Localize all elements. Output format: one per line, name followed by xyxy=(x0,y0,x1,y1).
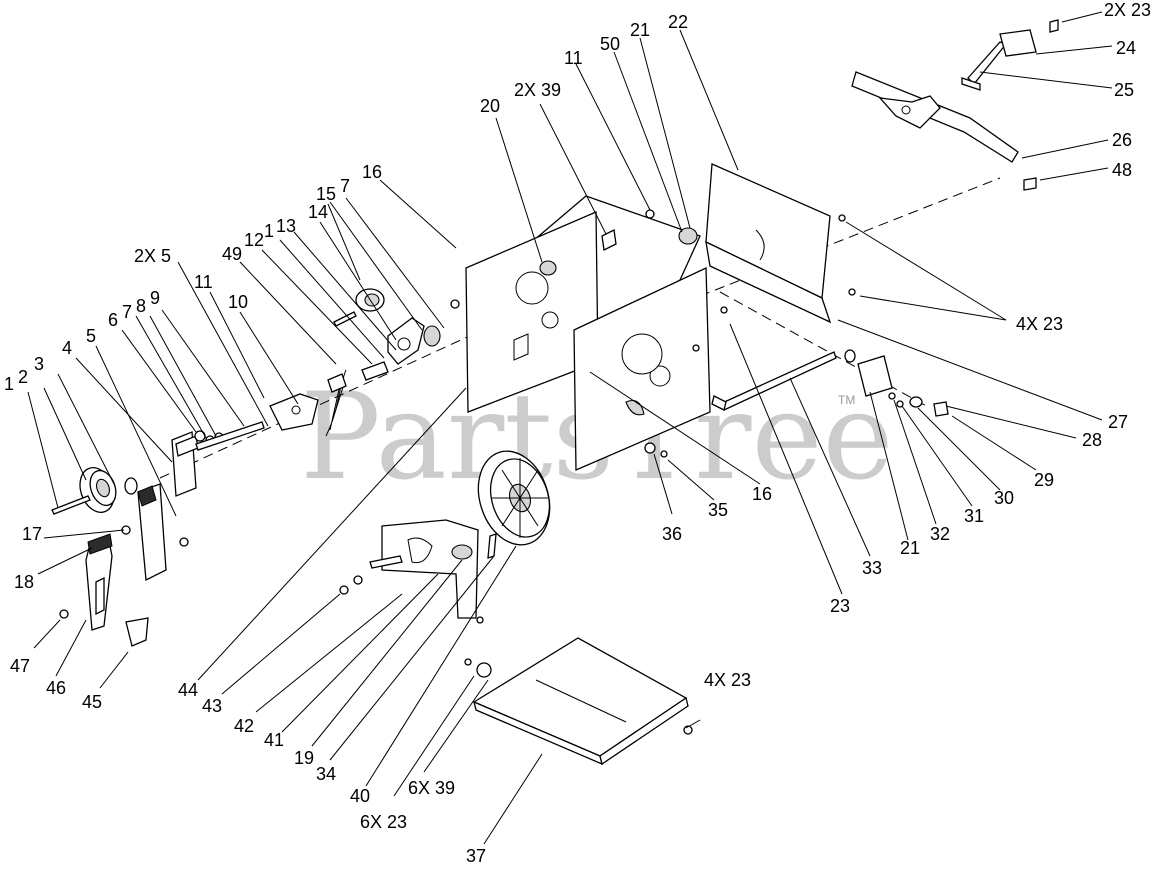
callout-22: 22 xyxy=(668,12,688,32)
callout-31: 31 xyxy=(964,506,984,526)
callout-19: 19 xyxy=(294,748,314,768)
watermark-tm: TM xyxy=(838,393,855,407)
callout-36: 36 xyxy=(662,524,682,544)
callout-21b: 21 xyxy=(900,538,920,558)
callout-21: 21 xyxy=(630,20,650,40)
callout-46: 46 xyxy=(46,678,66,698)
callout-50: 50 xyxy=(600,34,620,54)
callout-41: 41 xyxy=(264,730,284,750)
callout-2x5: 2X 5 xyxy=(134,246,171,266)
callout-16b: 16 xyxy=(752,484,772,504)
callout-8: 8 xyxy=(136,296,146,316)
callout-23: 23 xyxy=(830,596,850,616)
callout-4: 4 xyxy=(62,338,72,358)
callout-35: 35 xyxy=(708,500,728,520)
callout-7b: 7 xyxy=(340,176,350,196)
callout-4x23-top: 4X 23 xyxy=(1016,314,1063,334)
callout-15: 15 xyxy=(316,184,336,204)
callout-24: 24 xyxy=(1116,38,1136,58)
callout-14: 14 xyxy=(308,202,328,222)
callout-47: 47 xyxy=(10,656,30,676)
callout-3: 3 xyxy=(34,354,44,374)
callout-6x39: 6X 39 xyxy=(408,778,455,798)
callout-2: 2 xyxy=(18,367,28,387)
callout-13: 13 xyxy=(276,216,296,236)
callout-34: 34 xyxy=(316,764,336,784)
callout-16: 16 xyxy=(362,162,382,182)
callout-48: 48 xyxy=(1112,160,1132,180)
callout-40: 40 xyxy=(350,786,370,806)
callout-1: 1 xyxy=(4,374,14,394)
left-pulley-assembly xyxy=(51,288,460,647)
callout-17: 17 xyxy=(22,524,42,544)
callout-11b: 11 xyxy=(564,48,583,68)
callout-7: 7 xyxy=(122,302,132,322)
callout-32: 32 xyxy=(930,524,950,544)
callout-10: 10 xyxy=(228,292,248,312)
callout-12: 12 xyxy=(244,230,264,250)
bottom-tray xyxy=(464,637,693,766)
callout-labels: 1 2 3 4 5 6 7 8 9 2X 5 11 10 49 12 1 13 … xyxy=(4,0,1151,866)
callout-49: 49 xyxy=(222,244,242,264)
right-linkage xyxy=(711,349,949,417)
callout-30: 30 xyxy=(994,488,1014,508)
callout-43: 43 xyxy=(202,696,222,716)
callout-25: 25 xyxy=(1114,80,1134,100)
callout-2x23: 2X 23 xyxy=(1104,0,1151,20)
callout-27: 27 xyxy=(1108,412,1128,432)
callout-44: 44 xyxy=(178,680,198,700)
callout-33: 33 xyxy=(862,558,882,578)
callout-37: 37 xyxy=(466,846,486,866)
callout-9: 9 xyxy=(150,288,160,308)
large-pulley xyxy=(477,450,551,546)
callout-28: 28 xyxy=(1082,430,1102,450)
callout-20: 20 xyxy=(480,96,500,116)
callout-6x23: 6X 23 xyxy=(360,812,407,832)
callout-1b: 1 xyxy=(264,221,274,241)
callout-6: 6 xyxy=(108,310,118,330)
callout-45: 45 xyxy=(82,692,102,712)
callout-42: 42 xyxy=(234,716,254,736)
callout-2x39: 2X 39 xyxy=(514,80,561,100)
callout-11: 11 xyxy=(194,272,213,292)
leader-lines xyxy=(27,11,1113,845)
callout-26: 26 xyxy=(1112,130,1132,150)
main-housing-frame xyxy=(465,195,728,471)
mounting-bracket-plate xyxy=(339,519,497,624)
upper-right-bracket xyxy=(851,19,1059,191)
deflector-plate xyxy=(705,163,856,324)
callout-5: 5 xyxy=(86,326,96,346)
callout-4x23-bottom: 4X 23 xyxy=(704,670,751,690)
callout-18: 18 xyxy=(14,572,34,592)
callout-29: 29 xyxy=(1034,470,1054,490)
